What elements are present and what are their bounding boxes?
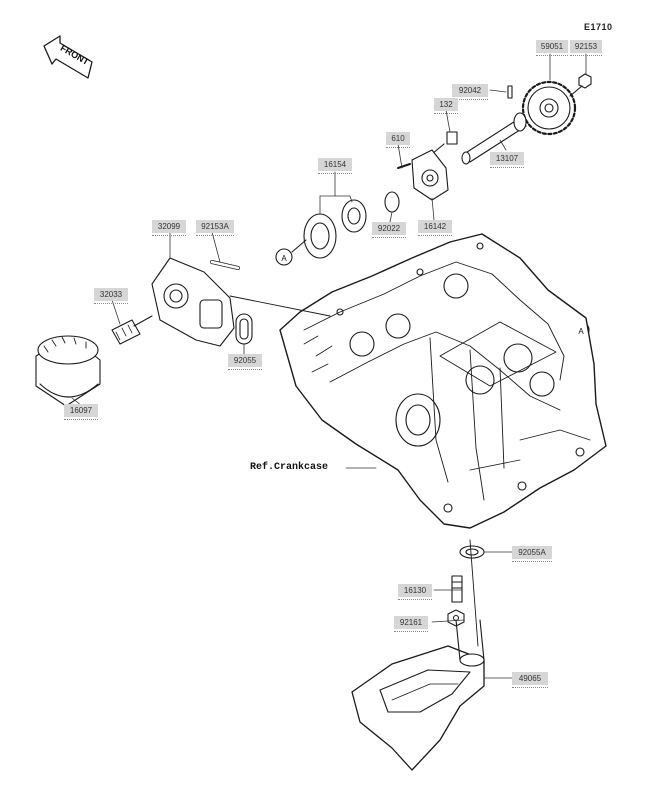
nut — [447, 609, 465, 627]
oil-filter-mount — [151, 257, 331, 347]
oil-pump-rotor — [303, 199, 367, 259]
oil-pipe — [111, 315, 153, 345]
part-label-132[interactable]: 132 — [434, 98, 458, 114]
pin-610 — [397, 163, 411, 169]
mount-bolt — [210, 260, 240, 270]
oil-filter — [35, 335, 101, 407]
part-label-59051[interactable]: 59051 — [536, 40, 568, 56]
part-label-92042[interactable]: 92042 — [452, 84, 488, 100]
part-label-610[interactable]: 610 — [386, 132, 410, 148]
part-label-49065[interactable]: 49065 — [512, 672, 548, 688]
o-ring-92055a — [459, 545, 485, 559]
part-label-16130[interactable]: 16130 — [398, 584, 432, 600]
oil-pump-shaft — [461, 112, 527, 165]
marker-a-right-text: A — [578, 327, 584, 336]
ref-crankcase-label: Ref.Crankcase — [250, 462, 329, 473]
oil-pump-cover — [411, 149, 449, 201]
part-label-16154[interactable]: 16154 — [318, 158, 352, 174]
part-label-13107[interactable]: 13107 — [490, 152, 524, 168]
diagram-code: E1710 — [584, 22, 613, 32]
oil-strainer — [351, 539, 485, 771]
leader-lines — [71, 53, 587, 679]
oil-pump-sprocket — [521, 80, 577, 136]
marker-a-left-text: A — [281, 254, 287, 263]
marker-a-left — [275, 239, 307, 266]
part-label-92153[interactable]: 92153 — [570, 40, 602, 56]
o-ring — [384, 191, 400, 213]
front-arrow-icon: FRONT — [43, 35, 93, 79]
part-label-92153a[interactable]: 92153A — [196, 220, 234, 236]
relief-valve — [451, 575, 463, 603]
part-label-92022[interactable]: 92022 — [372, 222, 406, 238]
part-label-92161[interactable]: 92161 — [394, 616, 428, 632]
part-label-92055a[interactable]: 92055A — [512, 546, 552, 562]
part-label-92055[interactable]: 92055 — [228, 354, 262, 370]
part-label-32033[interactable]: 32033 — [94, 288, 128, 304]
o-ring-92055 — [235, 313, 253, 345]
bolt-132 — [431, 131, 458, 155]
part-label-16097[interactable]: 16097 — [64, 404, 98, 420]
part-label-16142[interactable]: 16142 — [418, 220, 452, 236]
pin — [507, 85, 513, 99]
crankcase-lower — [279, 233, 607, 529]
sprocket-bolt — [569, 73, 592, 97]
part-label-32099[interactable]: 32099 — [152, 220, 186, 236]
